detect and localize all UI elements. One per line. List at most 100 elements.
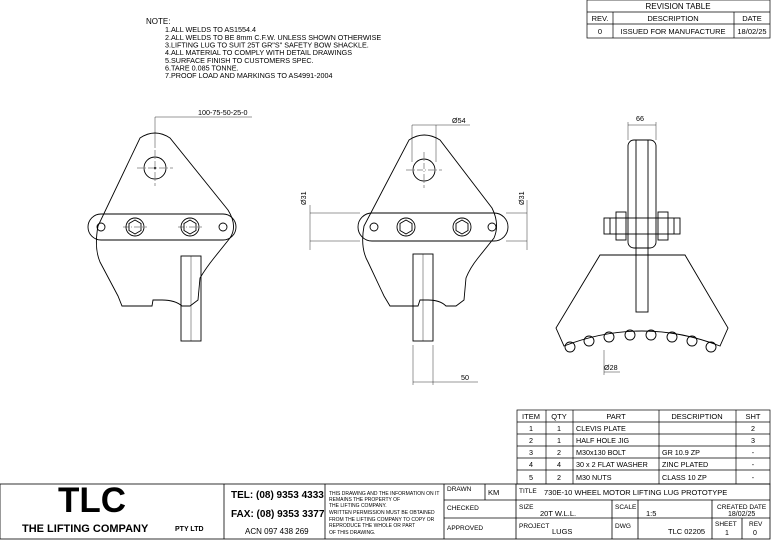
title-block-grid: [0, 483, 771, 540]
title-label: TITLE: [519, 488, 537, 495]
disclaimer-line: THIS DRAWING AND THE INFORMATION ON IT: [329, 491, 439, 497]
disclaimer-line: FROM THE LIFTING COMPANY TO COPY OR: [329, 517, 435, 523]
title-value: 730E-10 WHEEL MOTOR LIFTING LUG PROTOTYP…: [544, 488, 727, 497]
note-7: 7.PROOF LOAD AND MARKINGS TO AS4991-2004: [165, 71, 333, 80]
parts-row-2: 2 1 HALF HOLE JIG 3: [529, 436, 755, 445]
project-value: LUGS: [552, 527, 572, 536]
size-value: 20T W.L.L.: [540, 509, 576, 518]
parts-cell: GR 10.9 ZP: [662, 448, 700, 457]
parts-cell: 4: [529, 460, 533, 469]
parts-cell: 4: [557, 460, 561, 469]
revision-table-title: REVISION TABLE: [645, 2, 710, 11]
note-2: 2.ALL WELDS TO BE 8mm C.F.W. UNLESS SHOW…: [165, 33, 381, 42]
parts-row-3: 3 2 M30x130 BOLT GR 10.9 ZP -: [529, 448, 755, 457]
note-5: 5.SURFACE FINISH TO CUSTOMERS SPEC.: [165, 56, 314, 65]
left-leader: [154, 116, 252, 148]
dim-dia-54: Ø54: [452, 116, 466, 125]
drawn-value: KM: [488, 488, 499, 497]
parts-cell: CLASS 10 ZP: [662, 473, 707, 482]
parts-cell: 2: [529, 436, 533, 445]
note-6: 6.TARE 0.085 TONNE.: [165, 64, 239, 73]
parts-cell: -: [752, 460, 755, 469]
rev-header-description: DESCRIPTION: [647, 14, 698, 23]
parts-cell: 1: [557, 436, 561, 445]
parts-header-part: PART: [606, 412, 626, 421]
disclaimer-line: THE LIFTING COMPANY.: [329, 503, 387, 509]
parts-cell: -: [752, 473, 755, 482]
dim-dia-31-right: Ø31: [517, 191, 526, 205]
notes-heading: NOTE:: [146, 17, 170, 26]
parts-cell: 2: [557, 473, 561, 482]
sheet-label: SHEET: [715, 521, 737, 528]
parts-row-1: 1 1 CLEVIS PLATE 2: [529, 424, 755, 433]
parts-table-grid: [516, 409, 771, 485]
parts-cell: M30x130 BOLT: [576, 448, 626, 457]
parts-cell: M30 NUTS: [576, 473, 612, 482]
created-label: CREATED DATE: [717, 504, 767, 511]
rev-header-rev: REV.: [592, 14, 609, 23]
scale-label: SCALE: [615, 504, 637, 511]
parts-cell: 2: [557, 448, 561, 457]
side-view-dimensions: [603, 122, 657, 375]
sheet-value: 1: [725, 530, 729, 537]
scale-value: 1:5: [646, 509, 656, 518]
revision-table: [586, 0, 771, 39]
rev-label: REV: [749, 521, 763, 528]
rev-row-date: 18/02/25: [737, 27, 766, 36]
drawn-label: DRAWN: [447, 486, 472, 493]
disclaimer-line: REMAINS THE PROPERTY OF: [329, 497, 400, 503]
approved-label: APPROVED: [447, 525, 483, 532]
company-acn: ACN 097 438 269: [245, 527, 309, 536]
parts-cell: 30 x 2 FLAT WASHER: [576, 460, 648, 469]
front-view-left-centerlines: [123, 150, 202, 228]
dim-dia-31-left: Ø31: [299, 191, 308, 205]
project-label: PROJECT: [519, 523, 549, 530]
rev-value: 0: [753, 530, 757, 537]
parts-header-description: DESCRIPTION: [671, 412, 722, 421]
front-view-left: [87, 132, 237, 342]
rev-row-rev: 0: [598, 27, 602, 36]
dwg-label: DWG: [615, 523, 631, 530]
company-name: THE LIFTING COMPANY: [22, 523, 149, 535]
company-logo: TLC: [58, 481, 126, 520]
parts-cell: ZINC PLATED: [662, 460, 708, 469]
disclaimer-line: OF THIS DRAWING.: [329, 530, 375, 536]
leader-dot: [154, 167, 156, 169]
disclaimer-line: REPRODUCE THE WHOLE OR PART: [329, 523, 415, 529]
parts-cell: 3: [751, 436, 755, 445]
rev-row-description: ISSUED FOR MANUFACTURE: [620, 27, 725, 36]
dim-50: 50: [461, 373, 469, 382]
dim-66: 66: [636, 114, 644, 123]
company-tel: TEL: (08) 9353 4333: [231, 490, 324, 501]
parts-cell: 3: [529, 448, 533, 457]
company-pty: PTY LTD: [175, 526, 204, 533]
company-fax: FAX: (08) 9353 3377: [231, 509, 325, 520]
parts-cell: 1: [557, 424, 561, 433]
size-label: SIZE: [519, 504, 534, 511]
dim-dia-28: Ø28: [604, 363, 618, 372]
parts-row-4: 4 4 30 x 2 FLAT WASHER ZINC PLATED -: [529, 460, 755, 469]
note-1: 1.ALL WELDS TO AS1554.4: [165, 25, 256, 34]
front-view-middle-centerlines: [406, 152, 442, 188]
parts-cell: 5: [529, 473, 533, 482]
front-view-middle: [357, 134, 509, 342]
checked-label: CHECKED: [447, 505, 479, 512]
middle-dimensions: [309, 124, 528, 385]
parts-cell: 2: [751, 424, 755, 433]
created-value: 18/02/25: [728, 511, 755, 518]
parts-cell: 1: [529, 424, 533, 433]
rev-header-date: DATE: [742, 14, 761, 23]
side-view-right: [555, 139, 729, 353]
note-3: 3.LIFTING LUG TO SUIT 25T GR"S" SAFETY B…: [165, 41, 369, 50]
notes-block: NOTE: 1.ALL WELDS TO AS1554.4 2.ALL WELD…: [146, 17, 381, 80]
parts-header-qty: QTY: [551, 412, 566, 421]
parts-header-sht: SHT: [746, 412, 761, 421]
parts-cell: -: [752, 448, 755, 457]
parts-cell: CLEVIS PLATE: [576, 424, 626, 433]
parts-header-item: ITEM: [522, 412, 540, 421]
parts-row-5: 5 2 M30 NUTS CLASS 10 ZP -: [529, 473, 755, 482]
parts-cell: HALF HOLE JIG: [576, 436, 630, 445]
left-leader-label: 100-75-50-25-0: [198, 108, 248, 117]
note-4: 4.ALL MATERIAL TO COMPLY WITH DETAIL DRA…: [165, 48, 352, 57]
